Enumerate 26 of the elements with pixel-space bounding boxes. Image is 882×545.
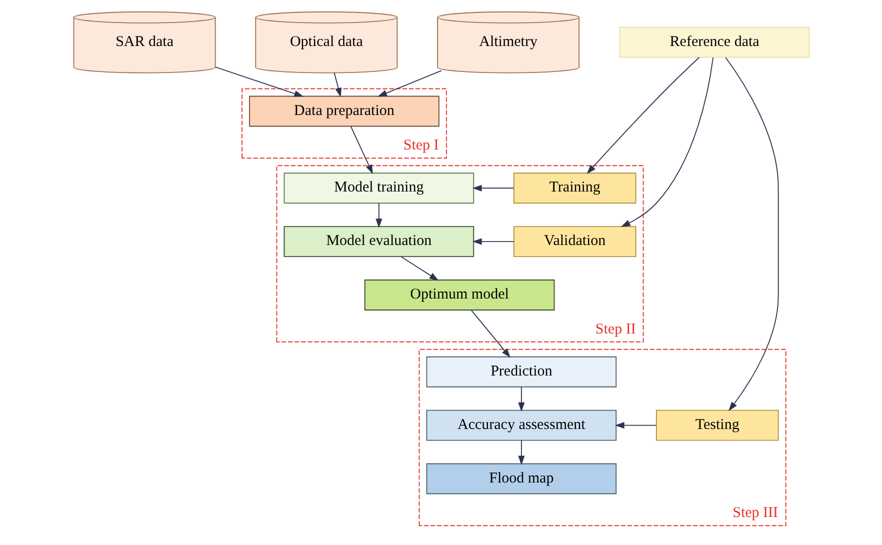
arrow — [518, 440, 524, 466]
node-box: Data preparation — [248, 96, 439, 127]
arrow — [614, 422, 656, 429]
arrow — [400, 256, 438, 281]
arrow — [350, 126, 372, 174]
node-box: Flood map — [426, 463, 616, 494]
arrow — [333, 72, 342, 98]
node-box: Prediction — [426, 356, 616, 388]
node-box: Optimum model — [364, 280, 554, 310]
node-box: Accuracy assessment — [426, 410, 616, 441]
arrow — [377, 70, 442, 97]
node-box: Model training — [283, 172, 474, 204]
node-box: Training — [512, 172, 636, 204]
arrow — [472, 184, 514, 192]
arrow — [470, 310, 510, 358]
node-box: Model evaluation — [283, 226, 474, 258]
arrow — [586, 56, 700, 174]
arrow — [214, 66, 304, 97]
node-box: Validation — [512, 226, 636, 258]
arrow — [472, 238, 514, 245]
arrow — [375, 202, 382, 228]
arrow — [724, 57, 778, 412]
arrow — [620, 57, 714, 228]
node-box: Testing — [655, 410, 778, 441]
node-box: Reference data — [618, 26, 810, 58]
arrow — [518, 386, 524, 412]
